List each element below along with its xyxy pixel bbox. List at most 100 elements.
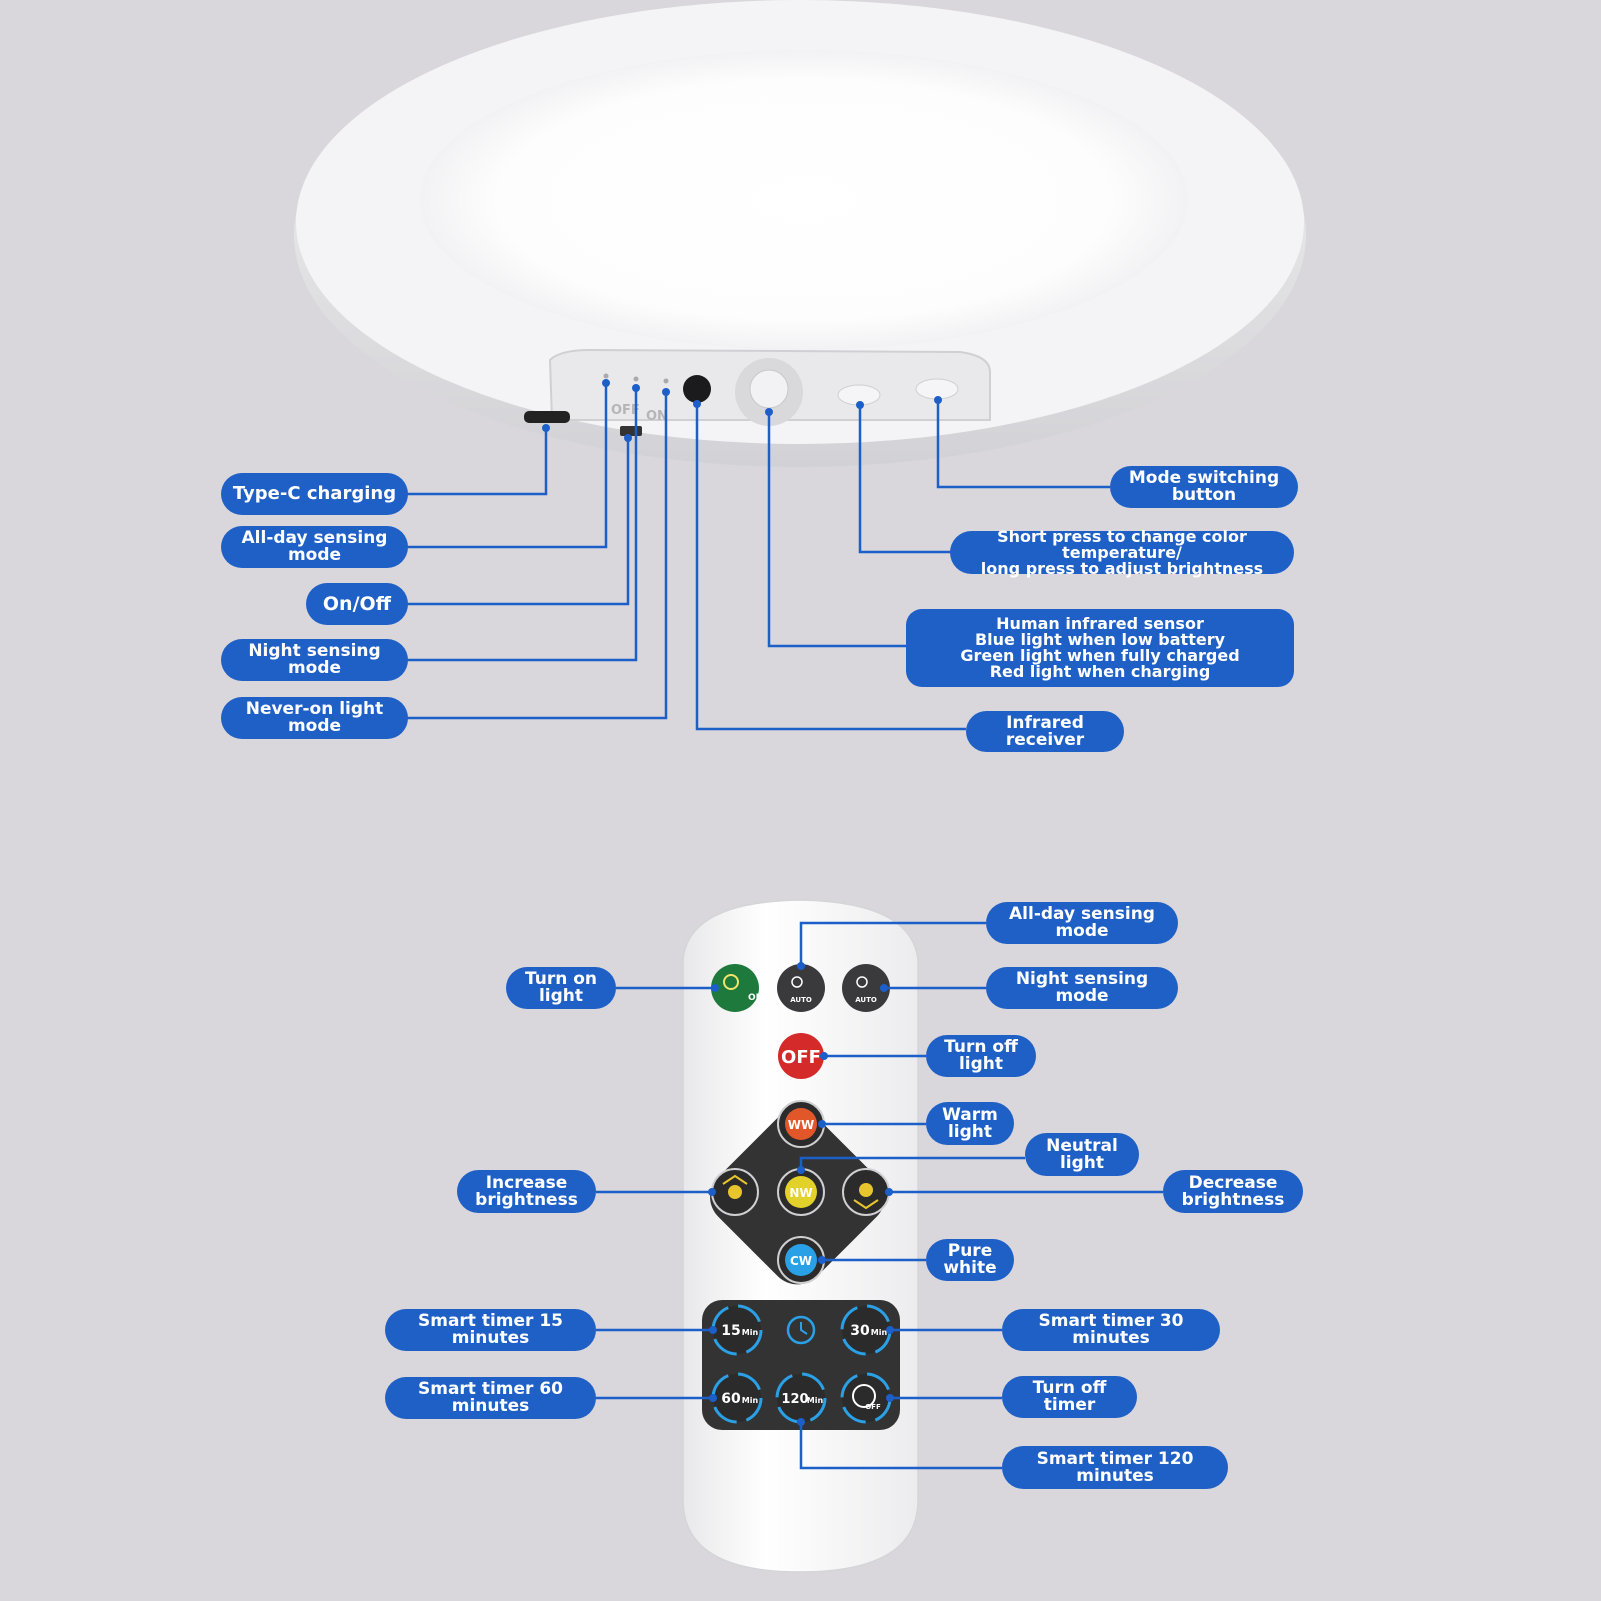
mode-indicator-1 [603, 373, 609, 379]
timer-60-button[interactable]: 60 Min [711, 1372, 763, 1424]
callout-remote-decrease-brightness: Decrease brightness [1163, 1170, 1303, 1213]
timer-120-button[interactable]: 120 Min [775, 1372, 827, 1424]
pure-white-button[interactable]: CW [777, 1236, 825, 1284]
callout-remote-night-sensing: Night sensing mode [986, 967, 1178, 1009]
dot-on-off [624, 434, 632, 442]
dot-r-turn-off [820, 1052, 828, 1060]
leader-mode-switch [936, 400, 1110, 489]
switch-on-label: ON [646, 409, 668, 424]
callout-remote-increase-brightness: Increase brightness [457, 1170, 596, 1213]
bulb-icon [723, 974, 739, 990]
leader-night [406, 387, 638, 662]
warm-light-button[interactable]: WW [777, 1100, 825, 1148]
timer-alarm-indicator [786, 1315, 816, 1345]
all-day-sensing-button-label: AUTO [790, 996, 812, 1004]
dot-r-warm [818, 1120, 826, 1128]
dot-r-neutral [797, 1166, 805, 1174]
leader-on-off [406, 438, 630, 606]
arrow-up-icon [722, 1174, 748, 1185]
decrease-brightness-button[interactable] [842, 1168, 890, 1216]
timer-30-label: 30 [850, 1323, 870, 1339]
leader-all-day [406, 382, 608, 549]
callout-on-off: On/Off [306, 583, 408, 625]
leader-type-c [406, 428, 548, 496]
timer-30-unit: Min [871, 1328, 888, 1337]
dot-r-turn-on [711, 984, 719, 992]
type-c-port [524, 411, 570, 423]
turn-on-button[interactable]: ON [711, 964, 763, 1012]
dot-short-press [856, 401, 864, 409]
timer-60-label: 60 [721, 1391, 741, 1407]
leader-infrared-receiver [695, 403, 966, 731]
timer-off-button[interactable]: OFF [840, 1372, 892, 1424]
arrow-down-icon [853, 1199, 879, 1210]
callout-type-c-charging: Type-C charging [221, 473, 408, 515]
sun-down-icon [859, 1183, 873, 1197]
switch-off-label: OFF [611, 403, 640, 418]
dot-human-sensor [765, 408, 773, 416]
lamp-device: OFF ON [294, 0, 1306, 467]
callout-remote-smart-timer-30: Smart timer 30 minutes [1002, 1309, 1220, 1351]
dot-type-c [542, 424, 550, 432]
dot-r-120 [797, 1418, 805, 1426]
dot-r-30 [886, 1326, 894, 1334]
dot-all-day [602, 379, 610, 387]
timer-120-unit: Min [807, 1396, 824, 1405]
all-day-sensing-button[interactable]: AUTO [777, 964, 825, 1012]
callout-remote-turn-on-light: Turn on light [506, 967, 616, 1009]
clock-off-icon [852, 1384, 876, 1408]
callout-night-sensing-mode: Night sensing mode [221, 639, 408, 681]
dot-never-on [662, 388, 670, 396]
night-sensing-button[interactable]: AUTO [842, 964, 890, 1012]
warm-light-button-label: WW [788, 1118, 814, 1132]
callout-remote-neutral-light: Neutral light [1025, 1133, 1139, 1176]
dot-r-increase [708, 1188, 716, 1196]
infrared-receiver-window [683, 375, 711, 403]
dot-r-15 [709, 1326, 717, 1334]
increase-brightness-button[interactable] [711, 1168, 759, 1216]
dot-r-decrease [885, 1188, 893, 1196]
callout-remote-pure-white: Pure white [926, 1239, 1014, 1281]
mode-indicator-2 [633, 376, 639, 382]
alarm-clock-icon [786, 1315, 816, 1345]
callout-remote-smart-timer-15: Smart timer 15 minutes [385, 1309, 596, 1351]
dot-r-night [880, 984, 888, 992]
night-sensing-button-label: AUTO [855, 996, 877, 1004]
timer-15-unit: Min [742, 1328, 759, 1337]
callout-remote-smart-timer-60: Smart timer 60 minutes [385, 1377, 596, 1419]
callout-human-infrared-sensor: Human infrared sensor Blue light when lo… [906, 609, 1294, 687]
sun-up-icon [728, 1185, 742, 1199]
dot-night [632, 384, 640, 392]
motion-sensor-icon [791, 976, 803, 988]
lamp-light-panel [420, 50, 1188, 350]
neutral-light-button-label: NW [789, 1186, 812, 1200]
callout-remote-all-day-sensing: All-day sensing mode [986, 902, 1178, 944]
pure-white-button-label: CW [790, 1254, 812, 1268]
human-infrared-sensor-lens [749, 369, 789, 409]
remote-control: ON AUTO AUTO OFF WW NW [682, 899, 919, 1573]
remote-leader-lines [596, 921, 1163, 1470]
dot-r-pure-white [818, 1256, 826, 1264]
leader-r-120 [799, 1422, 1002, 1470]
lamp-leader-dots [542, 379, 942, 442]
callout-remote-smart-timer-120: Smart timer 120 minutes [1002, 1446, 1228, 1489]
leader-short-press [858, 405, 953, 554]
leader-never-on [406, 392, 668, 720]
neutral-light-button[interactable]: NW [777, 1168, 825, 1216]
dot-r-timer-off [886, 1394, 894, 1402]
mode-switching-button[interactable] [915, 378, 959, 400]
callout-remote-warm-light: Warm light [926, 1102, 1014, 1145]
mode-indicator-3 [663, 378, 669, 384]
timer-30-button[interactable]: 30 Min [840, 1304, 892, 1356]
callout-all-day-sensing-mode: All-day sensing mode [221, 526, 408, 568]
dot-mode-switch [934, 396, 942, 404]
power-switch[interactable] [620, 426, 642, 436]
turn-off-button[interactable]: OFF [778, 1033, 824, 1079]
dot-r-60 [709, 1394, 717, 1402]
timer-15-label: 15 [721, 1323, 740, 1339]
turn-off-button-label: OFF [781, 1047, 821, 1068]
alarm-clock-hands [800, 1322, 808, 1335]
callout-mode-switching-button: Mode switching button [1110, 466, 1298, 508]
timer-15-button[interactable]: 15 Min [711, 1304, 763, 1356]
